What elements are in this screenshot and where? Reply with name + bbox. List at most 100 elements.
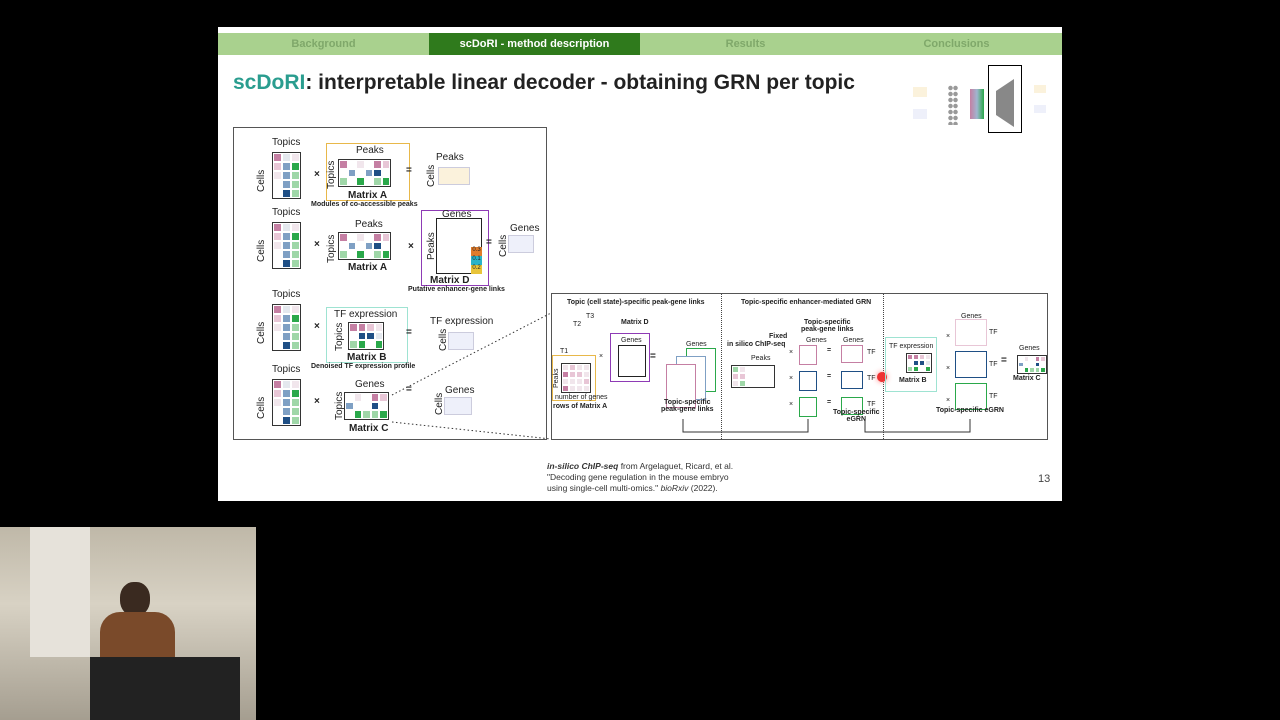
peaks-label: Peaks: [751, 355, 771, 362]
times-sign: ×: [314, 396, 320, 407]
genes-label: Genes: [843, 337, 864, 344]
result-genes-matrix: [444, 397, 472, 415]
in-silico-label: in silico ChIP-seq: [727, 341, 786, 348]
egrn-matrix: [841, 345, 863, 363]
cells-label: Cells: [256, 169, 267, 192]
matrix-d-value: 0.2: [471, 265, 482, 274]
matrix-d-label: Matrix D: [621, 319, 649, 326]
result-tf-label: TF expression: [430, 316, 494, 327]
genes-label: Genes: [961, 313, 982, 320]
matrix-c: [1017, 355, 1047, 374]
matrix-d: [618, 345, 646, 377]
equals-sign: =: [486, 237, 492, 248]
title-accent: scDoRI: [233, 71, 306, 94]
topics-label: Topics: [326, 160, 337, 189]
rows-of-a-box: [552, 355, 596, 401]
nav-tab-background[interactable]: Background: [291, 38, 356, 50]
number-of-genes-label: number of genes: [555, 394, 608, 401]
equals-sign: =: [827, 373, 832, 380]
architecture-thumbnail: [908, 65, 1058, 133]
topic-egrn-matrix: [955, 319, 987, 346]
fixed-label: Fixed: [769, 333, 788, 340]
topic-specific-egrn-label: Topic-specific eGRN: [833, 409, 880, 423]
matrix-d-box: [610, 333, 650, 382]
citation-bold: in-silico ChIP-seq: [547, 461, 619, 471]
genes-label: Genes: [621, 337, 642, 344]
equals-sign: =: [1001, 355, 1007, 366]
t1-label: T1: [560, 348, 569, 355]
genes-label: Genes: [686, 341, 707, 348]
citation-line1: from Argelaguet, Ricard, et al.: [618, 461, 734, 471]
page-number: 13: [1038, 473, 1051, 485]
peaks-label: Peaks: [356, 145, 384, 156]
matrix-a-label: Matrix A: [348, 262, 388, 273]
topics-label: Topics: [272, 137, 301, 148]
matrix-c: [344, 392, 389, 420]
tf-expression-label: TF expression: [889, 343, 934, 350]
times-sign: ×: [946, 333, 951, 340]
nav-tab-method[interactable]: scDoRI - method description: [429, 33, 640, 55]
times-sign: ×: [408, 241, 414, 252]
equals-sign: =: [827, 347, 832, 354]
topic-links-matrix: [799, 345, 817, 365]
section2-title: Topic-specific enhancer-mediated GRN: [741, 299, 872, 306]
result-peaks-matrix: [438, 167, 470, 185]
matrix-d-label: Matrix D: [430, 275, 470, 286]
topic-specific-links-label: Topic-specific peak-gene links: [661, 399, 714, 413]
matrix-a-caption: Modules of co-accessible peaks: [311, 201, 418, 208]
decoder-equations-panel: [233, 127, 547, 440]
times-sign: ×: [314, 239, 320, 250]
t2-label: T2: [573, 321, 582, 328]
topics-label: Topics: [326, 234, 337, 263]
matrix-b-box: [885, 337, 937, 392]
matrix-d: [436, 218, 482, 274]
speaker-video: [0, 527, 256, 720]
matrix-d-value: 0.1: [471, 256, 482, 265]
topic-specific-egrn-label2: Topic-specific eGRN: [936, 407, 1004, 414]
section-nav: Background scDoRI - method description R…: [218, 33, 1062, 55]
slide-title: scDoRI: interpretable linear decoder - o…: [233, 71, 855, 95]
result-genes-label: Genes: [510, 223, 540, 234]
times-sign: ×: [314, 321, 320, 332]
result-genes-label: Genes: [445, 385, 475, 396]
cell-topic-matrix: [272, 379, 301, 426]
topics-label: Topics: [272, 207, 301, 218]
cells-label: Cells: [256, 396, 267, 419]
topic-links-matrix: [799, 371, 817, 391]
nav-tab-results[interactable]: Results: [725, 38, 766, 50]
result-peaks-label: Peaks: [436, 152, 464, 163]
egrn-matrix: [841, 371, 863, 389]
matrix-d-box: [421, 210, 489, 286]
topic-links-matrix: [799, 397, 817, 417]
times-sign: ×: [789, 401, 794, 408]
result-tf-matrix: [448, 332, 474, 350]
equals-sign: =: [827, 399, 832, 406]
rows-of-a-label: rows of Matrix A: [553, 403, 608, 410]
topic-peak-gene-matrix: [666, 364, 696, 408]
cells-label: Cells: [426, 164, 437, 187]
t3-label: T3: [586, 313, 595, 320]
times-sign: ×: [946, 365, 951, 372]
nav-tab-conclusions[interactable]: Conclusions: [923, 38, 990, 50]
tf-label: TF: [867, 401, 876, 408]
equals-sign: =: [650, 351, 656, 362]
matrix-b-caption: Denoised TF expression profile: [311, 363, 416, 370]
times-sign: ×: [789, 375, 794, 382]
cells-label: Cells: [256, 239, 267, 262]
matrix-a-label: Matrix A: [348, 190, 388, 201]
topic-egrn-matrix: [955, 383, 987, 410]
times-sign: ×: [789, 349, 794, 356]
tf-label: TF: [989, 393, 998, 400]
slide: Background scDoRI - method description R…: [218, 27, 1062, 501]
genes-label: Genes: [1019, 345, 1040, 352]
hadamard-sign: ×: [599, 353, 604, 360]
equals-sign: =: [406, 327, 412, 338]
cursor-dot: [877, 372, 887, 382]
matrix-a: [338, 232, 391, 260]
tf-label: TF: [989, 361, 998, 368]
egrn-matrix: [841, 397, 863, 415]
genes-label: Genes: [442, 209, 472, 220]
times-sign: ×: [314, 169, 320, 180]
citation-line3: using single-cell multi-omics.": [547, 483, 661, 493]
topics-label: Topics: [334, 322, 345, 351]
